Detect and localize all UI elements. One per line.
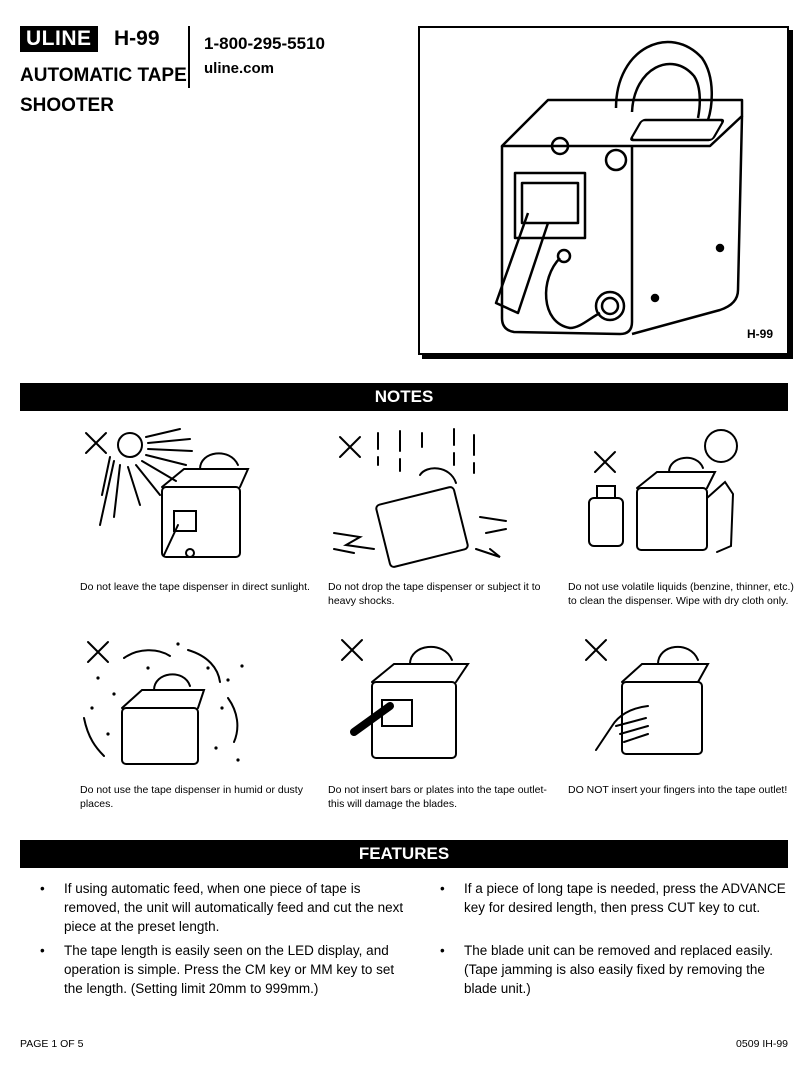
- product-illustration-frame: H-99: [418, 26, 789, 355]
- tape-dispenser-illustration: [494, 40, 744, 336]
- prohibited-x-icon: [85, 432, 107, 454]
- features-section-header: FEATURES: [20, 840, 788, 868]
- prohibited-x-icon: [87, 641, 109, 663]
- feature-item-auto-feed: • If using automatic feed, when one piec…: [40, 881, 404, 934]
- header-divider: [188, 26, 190, 88]
- sun-icon: [117, 432, 143, 458]
- note-caption-drop: Do not drop the tape dispenser or subjec…: [328, 581, 541, 607]
- bottle-icon: [588, 497, 624, 547]
- fingers-warning-illustration: [585, 639, 710, 755]
- bullet-icon: •: [40, 943, 45, 958]
- bars-warning-illustration: [341, 639, 470, 759]
- note-caption-liquids: Do not use volatile liquids (benzine, th…: [568, 581, 794, 607]
- feature-item-led-display: • The tape length is easily seen on the …: [40, 943, 395, 996]
- uline-logo: ULINE: [20, 26, 98, 52]
- prohibited-x-icon: [339, 436, 361, 458]
- prohibited-x-icon: [341, 639, 363, 661]
- prohibited-x-icon: [594, 451, 616, 473]
- humid-warning-illustration: [83, 641, 244, 765]
- product-title: AUTOMATIC TAPE SHOOTER: [20, 65, 187, 116]
- note-caption-fingers: DO NOT insert your fingers into the tape…: [568, 784, 788, 796]
- document-code: 0509 IH-99: [736, 1038, 788, 1050]
- page-number: PAGE 1 OF 5: [20, 1038, 84, 1050]
- feature-item-blade-unit: • The blade unit can be removed and repl…: [440, 943, 773, 996]
- bullet-icon: •: [440, 943, 445, 958]
- website-link[interactable]: uline.com: [204, 60, 275, 77]
- phone-number: 1-800-295-5510: [204, 34, 325, 53]
- note-caption-bars: Do not insert bars or plates into the ta…: [328, 784, 547, 810]
- bullet-icon: •: [440, 881, 445, 896]
- hand-icon: [595, 705, 649, 751]
- note-caption-humid: Do not use the tape dispenser in humid o…: [80, 784, 303, 810]
- drop-warning-illustration: [333, 428, 507, 568]
- note-caption-sunlight: Do not leave the tape dispenser in direc…: [80, 581, 310, 593]
- sunlight-warning-illustration: [85, 428, 250, 558]
- notes-section-header: NOTES: [20, 383, 788, 411]
- feature-item-advance-key: • If a piece of long tape is needed, pre…: [440, 881, 786, 915]
- liquid-warning-illustration: [588, 429, 738, 553]
- bullet-icon: •: [40, 881, 45, 896]
- hero-model-label: H-99: [746, 327, 773, 341]
- model-number: H-99: [114, 27, 160, 50]
- prohibited-x-icon: [585, 639, 607, 661]
